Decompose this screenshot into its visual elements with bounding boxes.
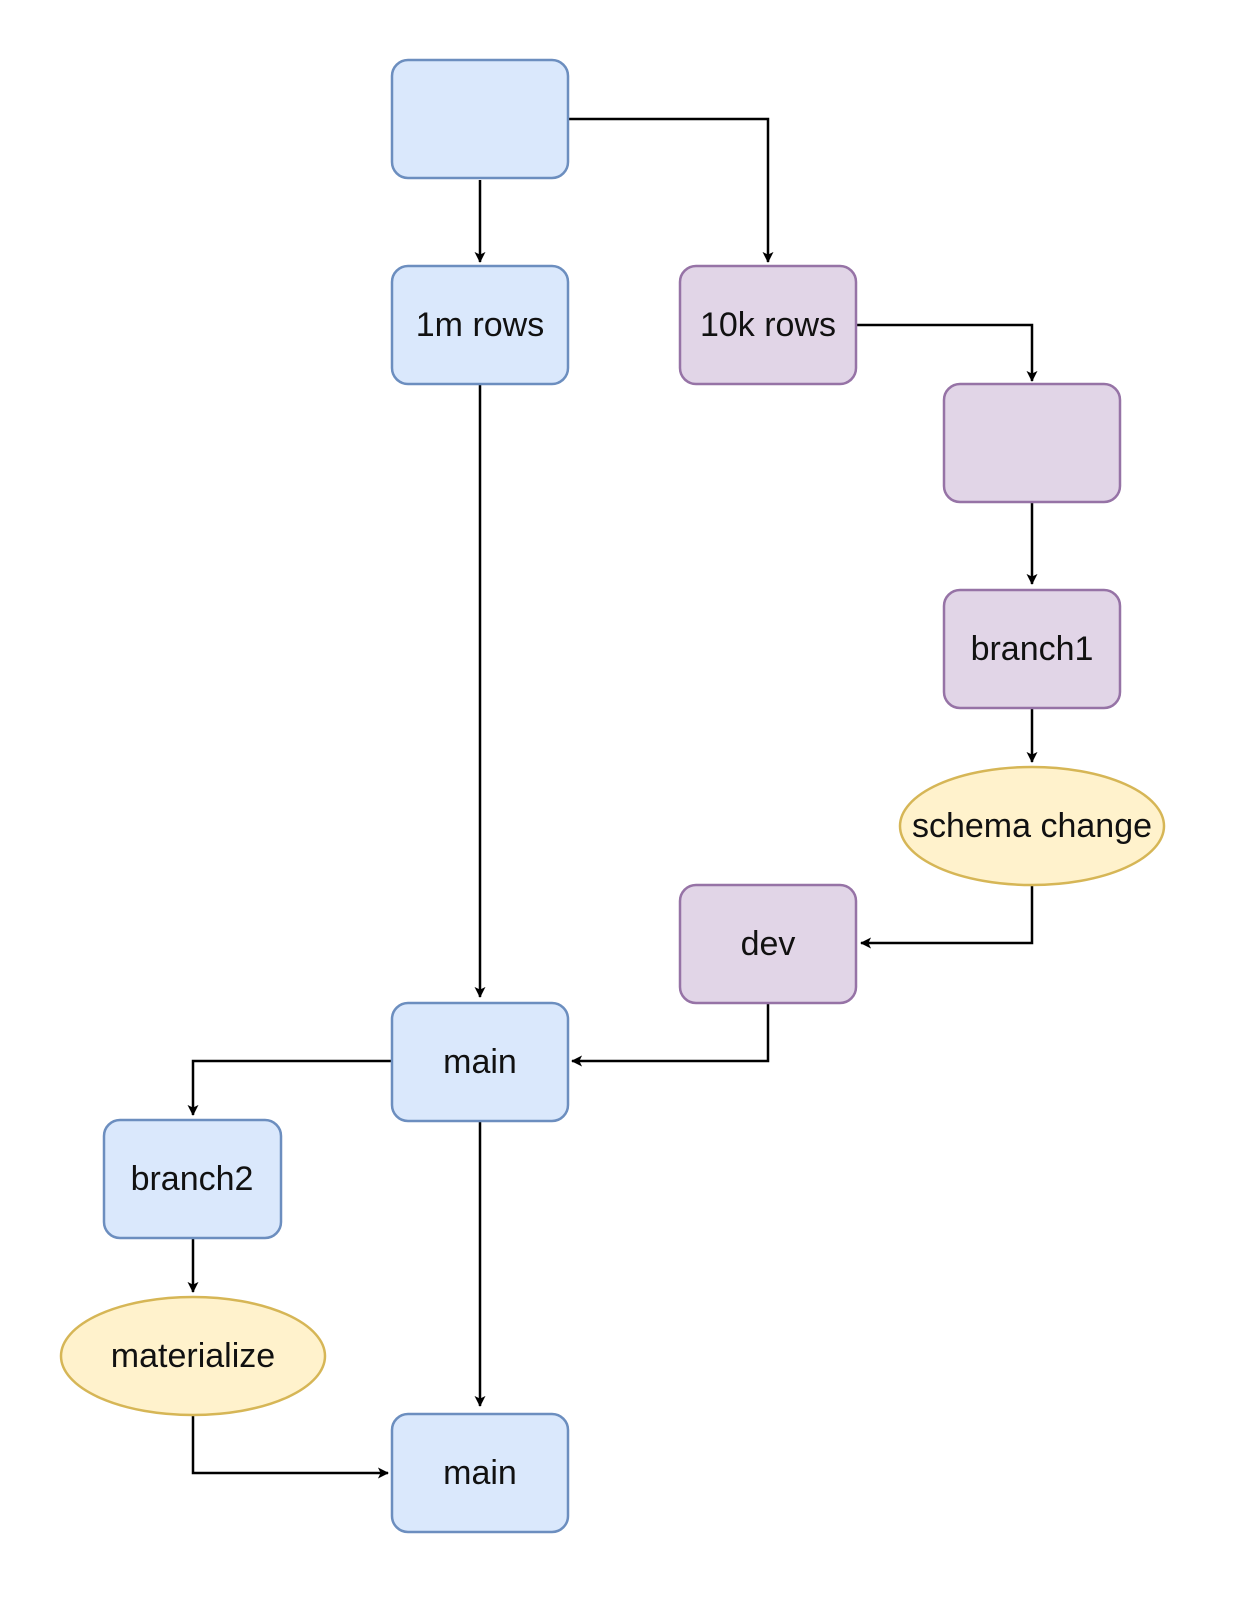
node-materialize: materialize — [59, 1295, 327, 1417]
edges — [187, 117, 1038, 1479]
node-main-bottom-label: main — [443, 1454, 517, 1492]
node-schema-change-label: schema change — [912, 807, 1152, 845]
node-10k-rows: 10k rows — [678, 264, 858, 386]
node-branch1-shape — [942, 588, 1122, 710]
node-main-bottom: main — [390, 1412, 570, 1534]
node-main-bottom-shape — [390, 1412, 570, 1534]
node-1m-rows-shape — [390, 264, 570, 386]
node-dev-label: dev — [741, 925, 796, 963]
node-materialize-label: materialize — [111, 1337, 275, 1375]
node-dev-shape — [678, 883, 858, 1005]
node-main-top-label: main — [443, 1043, 517, 1081]
node-dev: dev — [678, 883, 858, 1005]
node-branch2-label: branch2 — [131, 1160, 254, 1198]
node-10k-rows-shape — [678, 264, 858, 386]
node-10k-rows-label: 10k rows — [700, 306, 836, 344]
node-main-top-shape — [390, 1001, 570, 1123]
node-branch2: branch2 — [102, 1118, 283, 1240]
node-root-shape — [390, 58, 570, 180]
node-schema-change: schema change — [898, 765, 1166, 887]
edge-schema-change-to-dev — [860, 884, 1034, 949]
node-schema-change-shape — [898, 765, 1166, 887]
edge-dev-to-main — [571, 1002, 770, 1067]
node-branch1: branch1 — [942, 588, 1122, 710]
edge-root-to-10k-rows — [568, 117, 774, 263]
edge-materialize-to-main-bottom — [191, 1414, 389, 1479]
node-purple-blank — [942, 382, 1122, 504]
node-branch1-label: branch1 — [971, 630, 1094, 668]
node-1m-rows-label: 1m rows — [416, 306, 544, 344]
edge-main-to-branch2 — [187, 1059, 392, 1116]
edge-10k-rows-to-blank-node — [856, 323, 1038, 382]
node-root — [390, 58, 570, 180]
node-materialize-shape — [59, 1295, 327, 1417]
node-1m-rows: 1m rows — [390, 264, 570, 386]
node-main-top: main — [390, 1001, 570, 1123]
nodes: 1m rows 10k rows branch1 schema change d… — [59, 58, 1166, 1534]
node-branch2-shape — [102, 1118, 283, 1240]
node-purple-blank-shape — [942, 382, 1122, 504]
